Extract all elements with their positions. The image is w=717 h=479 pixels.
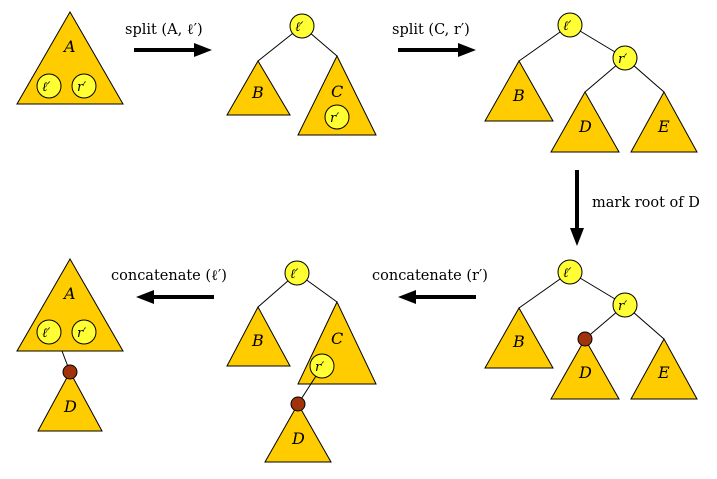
node-l-label: ℓ′ xyxy=(563,266,571,281)
node-r xyxy=(612,292,638,318)
node-l xyxy=(289,13,315,39)
marked-root-d xyxy=(290,396,306,412)
label-d: D xyxy=(291,429,305,448)
node-l-label: ℓ′ xyxy=(563,19,571,34)
label-a: A xyxy=(62,284,76,303)
arrow-concat-l: concatenate (ℓ′) xyxy=(111,268,227,304)
node-l-label: ℓ′ xyxy=(42,80,50,95)
triangle-e xyxy=(630,90,698,153)
node-l xyxy=(36,73,62,99)
node-l-label: ℓ′ xyxy=(42,326,50,341)
arrow-mark-d-head xyxy=(570,228,584,246)
triangle-d xyxy=(550,90,620,153)
label-d: D xyxy=(578,117,592,136)
node-r-label: r′ xyxy=(618,299,627,314)
label-d: D xyxy=(63,397,77,416)
stage-3-tree: B D E ℓ′ r′ xyxy=(484,12,698,153)
caption-concat-l: concatenate (ℓ′) xyxy=(111,268,227,284)
node-r-label: r′ xyxy=(77,80,86,95)
node-l-label: ℓ′ xyxy=(290,267,298,282)
triangle-d xyxy=(550,337,620,400)
stage-6-tree: A ℓ′ r′ D xyxy=(16,257,124,432)
triangle-b xyxy=(226,305,291,367)
node-l xyxy=(557,12,583,38)
label-a: A xyxy=(62,37,76,56)
label-c: C xyxy=(331,329,343,348)
arrow-concat-r: concatenate (r′) xyxy=(372,268,488,304)
arrow-split-a-head xyxy=(194,43,212,57)
label-c: C xyxy=(331,82,343,101)
node-r xyxy=(324,104,350,130)
stage-5-tree: B C r′ D ℓ′ xyxy=(226,260,377,463)
label-e: E xyxy=(657,363,670,382)
label-b: B xyxy=(512,86,525,105)
arrow-concat-l-head xyxy=(136,290,154,304)
label-b: B xyxy=(251,331,264,350)
node-r-label: r′ xyxy=(77,326,86,341)
triangle-d xyxy=(264,402,332,463)
node-l xyxy=(284,260,310,286)
label-b: B xyxy=(512,332,525,351)
node-r xyxy=(309,353,335,379)
caption-concat-r: concatenate (r′) xyxy=(372,268,488,284)
label-b: B xyxy=(251,83,264,102)
caption-split-a: split (A, ℓ′) xyxy=(125,22,203,38)
triangle-a xyxy=(16,257,124,352)
node-l xyxy=(36,319,62,345)
arrow-mark-d: mark root of D xyxy=(570,170,700,246)
node-r-label: r′ xyxy=(315,360,324,375)
stage-4-tree: B D E ℓ′ r′ xyxy=(484,259,698,400)
triangle-e xyxy=(630,337,698,400)
arrow-split-c-head xyxy=(458,43,476,57)
stage-1-tree-a: A ℓ′ r′ xyxy=(16,10,124,105)
node-r xyxy=(71,319,97,345)
marked-root-d xyxy=(577,331,593,347)
arrow-concat-r-head xyxy=(398,290,416,304)
triangle-d xyxy=(37,370,103,432)
label-d: D xyxy=(578,363,592,382)
node-l xyxy=(557,259,583,285)
triangle-a xyxy=(16,10,124,105)
caption-split-c: split (C, r′) xyxy=(392,22,470,38)
marked-root-d xyxy=(62,364,78,380)
node-l-label: ℓ′ xyxy=(295,20,303,35)
label-e: E xyxy=(657,117,670,136)
stage-2-tree: B C r′ ℓ′ xyxy=(226,13,377,136)
node-r-label: r′ xyxy=(330,111,339,126)
arrow-split-a: split (A, ℓ′) xyxy=(125,22,212,57)
node-r-label: r′ xyxy=(618,52,627,67)
triangle-c xyxy=(297,54,377,136)
triangle-b xyxy=(226,60,291,116)
node-r xyxy=(71,73,97,99)
triangle-b xyxy=(484,306,554,369)
triangle-b xyxy=(484,59,554,122)
node-r xyxy=(612,45,638,71)
caption-mark-d: mark root of D xyxy=(592,195,700,211)
arrow-split-c: split (C, r′) xyxy=(392,22,476,57)
